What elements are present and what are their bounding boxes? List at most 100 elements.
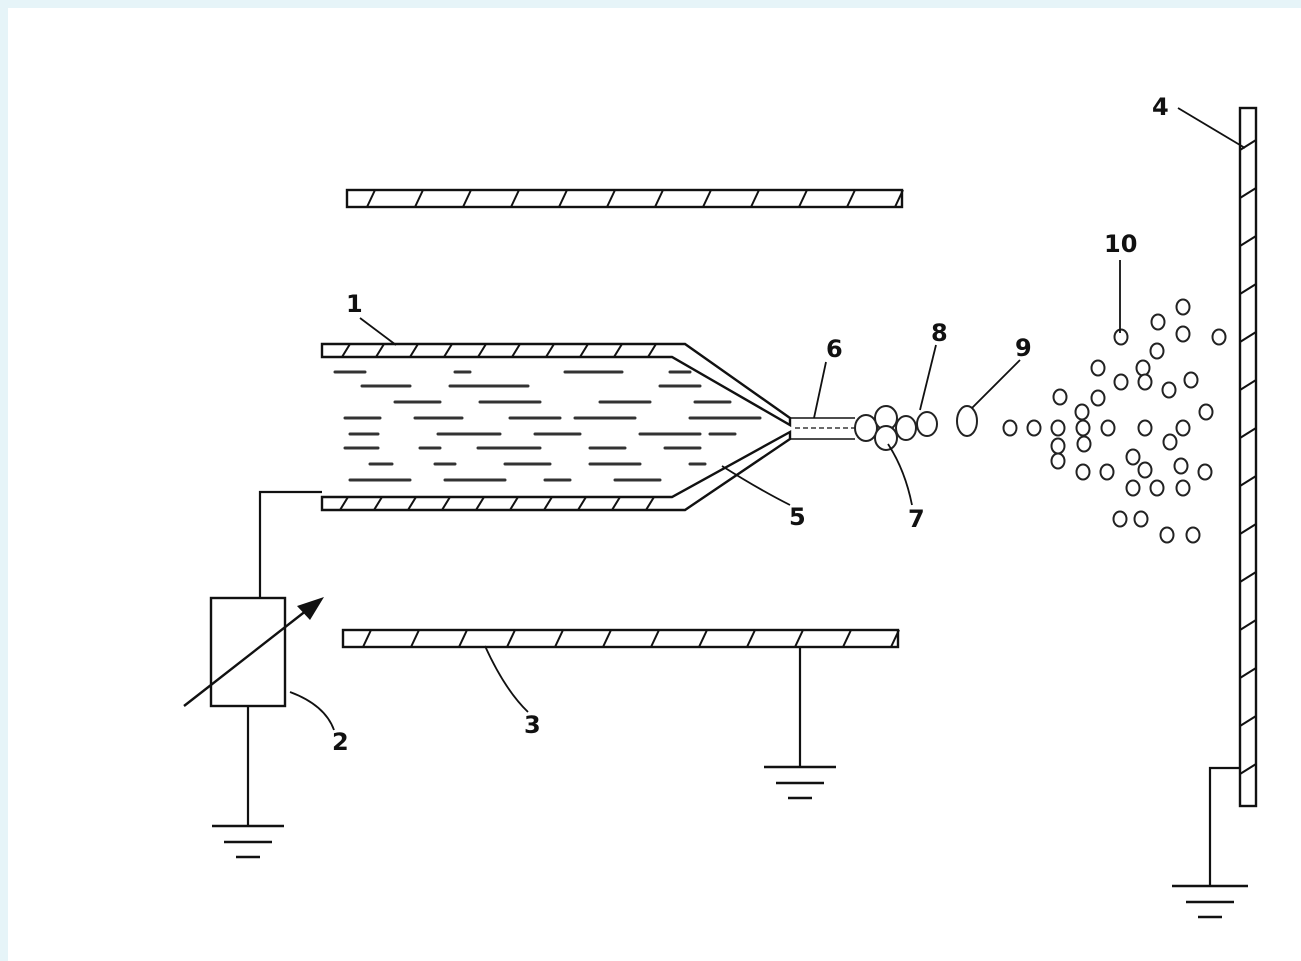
hatch-line [579,343,589,358]
figure-frame [8,8,1301,961]
hatch-line [794,629,804,648]
hatch-line [443,343,453,358]
droplet [1090,389,1106,407]
capillary-upper-wall [320,342,792,428]
label-6-jet: 6 [826,335,843,363]
hatch-line [1239,283,1257,295]
hatch-line [647,343,657,358]
leader-lines [289,107,1246,731]
hatch-line [611,496,621,511]
droplet [1076,435,1092,453]
supply-lead-wire [258,490,322,598]
droplet [1113,373,1129,391]
hatch-line [1239,523,1257,535]
hatch-line [606,189,616,208]
droplet [1075,463,1091,481]
droplet [1197,463,1213,481]
hatch-line [1239,619,1257,631]
hatch-line [1239,139,1257,151]
droplet [1026,419,1042,437]
collector-plate [1208,106,1258,886]
label-2-power-supply: 2 [332,728,349,756]
hatch-line [458,629,468,648]
droplet [1137,461,1153,479]
hatch-line [373,496,383,511]
liquid-in-capillary [333,370,762,482]
hatch-line [702,189,712,208]
droplet [1137,373,1153,391]
capillary-nozzle [320,342,855,512]
hatch-line [1239,475,1257,487]
hatch-line [750,189,760,208]
label-3-bottom-plate: 3 [524,711,541,739]
hatch-line [558,189,568,208]
droplet [1050,452,1066,470]
droplet [1002,419,1018,437]
ground-symbol-collector [1172,884,1248,919]
charged-droplet-cloud [1002,298,1227,544]
droplet [1150,313,1166,331]
droplet [1125,448,1141,466]
droplet [1100,419,1116,437]
hatch-line [475,496,485,511]
hatch-line [409,343,419,358]
droplet [1133,510,1149,528]
bottom-electrode-plate [341,628,900,766]
droplet [1052,388,1068,406]
hatch-line [1239,379,1257,391]
droplet [1149,479,1165,497]
hatch-line [543,496,553,511]
droplet [1075,419,1091,437]
droplet [1161,381,1177,399]
collector-ground-wire [1208,766,1240,886]
arrow-head-icon [297,597,324,620]
hatch-line [414,189,424,208]
hatch-line [650,629,660,648]
hatch-line [339,496,349,511]
hatch-line [1239,235,1257,247]
high-voltage-supply [183,490,324,826]
ground-symbol-plate [764,765,836,800]
hatch-line [1239,427,1257,439]
label-5-nozzle-cone: 5 [789,503,806,531]
droplet [1185,526,1201,544]
hatch-line [509,496,519,511]
droplet [1050,419,1066,437]
label-1-capillary: 1 [346,290,363,318]
hatch-line [375,343,385,358]
droplet [1175,419,1191,437]
primary-droplet [956,405,978,437]
droplet [1112,510,1128,528]
hatch-line [441,496,451,511]
hatch-line [842,629,852,648]
droplet [1099,463,1115,481]
hatch-line [545,343,555,358]
hatch-line [846,189,856,208]
top-electrode-plate [345,188,904,209]
hatch-line [410,629,420,648]
hatch-line [506,629,516,648]
label-4-collector: 4 [1152,93,1169,121]
hatch-line [510,189,520,208]
hatch-line [613,343,623,358]
droplet [1173,457,1189,475]
jet-breakup-region [854,405,938,451]
droplet [1162,433,1178,451]
droplet [1050,437,1066,455]
droplet [1090,359,1106,377]
hatch-line [894,189,904,208]
droplet [1135,359,1151,377]
droplet [1175,298,1191,316]
hatch-line [462,189,472,208]
hatch-line [890,629,900,648]
hatch-line [1239,715,1257,727]
variable-arrow-icon [183,602,317,707]
hatch-line [798,189,808,208]
hatch-line [698,629,708,648]
hatch-line [362,629,372,648]
droplet [1175,479,1191,497]
droplet [1074,403,1090,421]
hatch-line [645,496,655,511]
droplet [1159,526,1175,544]
